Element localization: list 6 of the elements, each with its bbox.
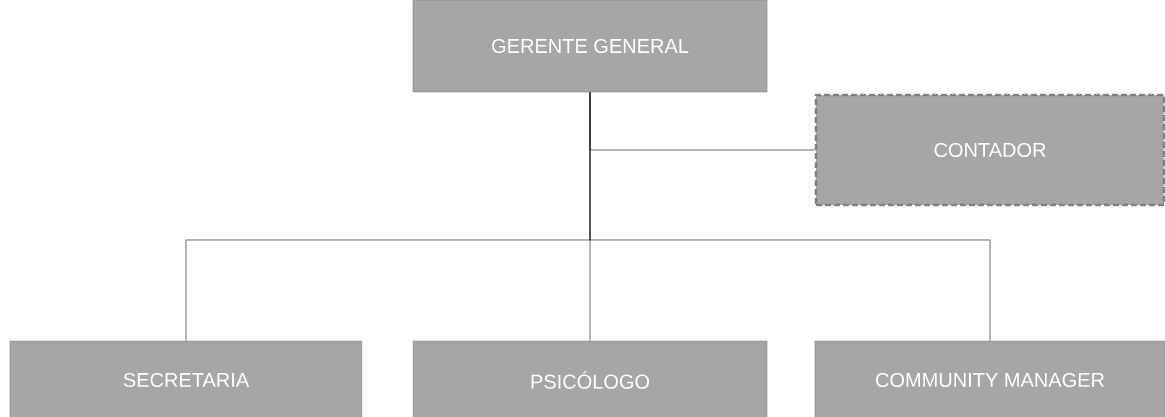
connector-line [589, 92, 991, 341]
org-box: CONTADOR [814, 93, 1165, 207]
org-box: SECRETARIA [9, 340, 363, 417]
org-box: PSICÓLOGO [412, 340, 768, 417]
org-box: COMMUNITY MANAGER [814, 340, 1165, 417]
org-box: GERENTE GENERAL [412, 0, 768, 93]
